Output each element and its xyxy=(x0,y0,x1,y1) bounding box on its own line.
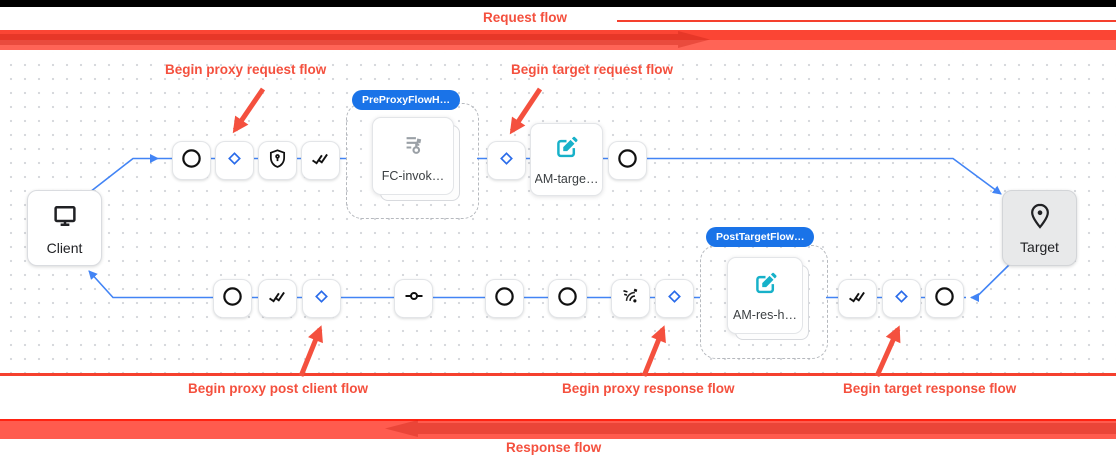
begin-proxy-response-flow-label: Begin proxy response flow xyxy=(562,381,735,396)
circle-icon xyxy=(556,285,579,313)
step-node-double-check[interactable] xyxy=(258,279,297,318)
double-check-icon xyxy=(309,147,332,175)
edit-icon xyxy=(553,134,580,166)
response-flow-label: Response flow xyxy=(506,440,602,455)
diamond-icon xyxy=(498,150,515,172)
circle-icon xyxy=(221,285,244,313)
am-response-policy-card[interactable]: AM-res-h… xyxy=(727,257,803,334)
request-flow-label: Request flow xyxy=(483,10,568,25)
step-node-circle[interactable] xyxy=(213,279,252,318)
request-flow-bar-2 xyxy=(0,40,1116,50)
monitor-icon xyxy=(50,201,80,236)
fc-invoke-policy-label: FC-invok… xyxy=(381,168,445,183)
edit-icon xyxy=(752,270,779,302)
request-flow-arrow xyxy=(0,31,710,48)
fc-invoke-policy-card[interactable]: FC-invok… xyxy=(372,117,454,195)
step-node-diamond[interactable] xyxy=(302,279,341,318)
request-flow-underline xyxy=(617,20,1116,22)
post-target-flow-hook-badge[interactable]: PostTargetFlow… xyxy=(706,227,815,247)
request-flow-bar xyxy=(0,30,1116,40)
diamond-icon xyxy=(893,288,910,310)
diamond-icon xyxy=(313,288,330,310)
step-node-circle[interactable] xyxy=(548,279,587,318)
double-check-icon xyxy=(266,285,289,313)
begin-proxy-request-flow-label: Begin proxy request flow xyxy=(165,62,327,77)
response-flow-bar xyxy=(0,419,1116,439)
sensor-icon xyxy=(620,286,641,312)
flow-callout-icon xyxy=(399,130,427,163)
client-label: Client xyxy=(46,239,83,256)
diamond-icon xyxy=(226,150,243,172)
target-node[interactable]: Target xyxy=(1002,190,1077,266)
diamond-icon xyxy=(666,288,683,310)
location-pin-icon xyxy=(1026,202,1054,235)
step-node-circle[interactable] xyxy=(172,141,211,180)
double-check-icon xyxy=(846,285,869,313)
step-node-double-check[interactable] xyxy=(838,279,877,318)
circle-icon xyxy=(933,285,956,313)
step-node-circle[interactable] xyxy=(485,279,524,318)
step-node-sensor[interactable] xyxy=(611,279,650,318)
step-node-double-check[interactable] xyxy=(301,141,340,180)
step-node-diamond[interactable] xyxy=(882,279,921,318)
circle-icon xyxy=(180,147,203,175)
flow-canvas[interactable] xyxy=(0,52,1116,376)
step-node-circle[interactable] xyxy=(925,279,964,318)
step-node-diamond[interactable] xyxy=(655,279,694,318)
begin-proxy-post-client-flow-label: Begin proxy post client flow xyxy=(188,381,369,396)
commit-icon xyxy=(402,284,426,313)
am-response-policy-label: AM-res-h… xyxy=(733,307,797,322)
circle-icon xyxy=(616,147,639,175)
am-target-policy-card[interactable]: AM-targe… xyxy=(530,123,603,196)
target-label: Target xyxy=(1020,238,1059,255)
step-node-commit[interactable] xyxy=(394,279,433,318)
pre-proxy-flow-hook-badge[interactable]: PreProxyFlowH… xyxy=(352,90,461,110)
client-node[interactable]: Client xyxy=(27,190,102,266)
step-node-shield[interactable] xyxy=(258,141,297,180)
begin-target-request-flow-label: Begin target request flow xyxy=(511,62,674,77)
step-node-circle[interactable] xyxy=(608,141,647,180)
am-target-policy-label: AM-targe… xyxy=(534,171,599,186)
top-black-bar xyxy=(0,0,1116,7)
step-node-diamond[interactable] xyxy=(215,141,254,180)
begin-target-response-flow-label: Begin target response flow xyxy=(843,381,1017,396)
response-flow-arrow xyxy=(385,420,1116,437)
shield-icon xyxy=(267,148,288,174)
step-node-diamond[interactable] xyxy=(487,141,526,180)
circle-icon xyxy=(493,285,516,313)
